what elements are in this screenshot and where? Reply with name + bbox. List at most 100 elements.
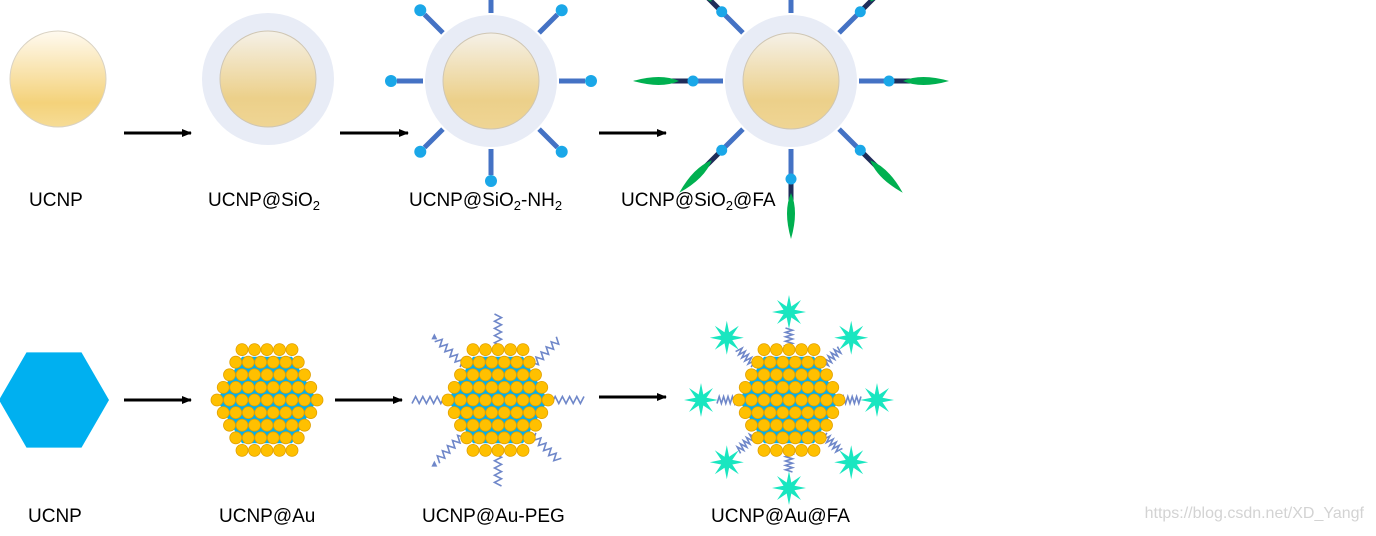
gold-nanoparticle <box>273 443 286 457</box>
gold-nanoparticle <box>795 393 808 407</box>
gold-nanoparticle <box>248 393 261 407</box>
ucnp-core <box>219 30 317 128</box>
gold-nanoparticle <box>210 393 224 407</box>
fa-leaf <box>633 77 679 85</box>
gold-nanoparticle <box>310 393 324 407</box>
gold-nanoparticle <box>757 443 771 457</box>
peg-chain <box>434 338 464 368</box>
amine-linker <box>722 127 745 150</box>
gold-nanoparticle <box>782 343 796 357</box>
gold-nanoparticle <box>248 368 261 382</box>
gold-nanoparticle <box>535 380 549 394</box>
gold-nanoparticle <box>782 368 796 382</box>
gold-nanoparticle <box>235 443 249 457</box>
amine-group <box>716 6 728 18</box>
gold-nanoparticle <box>235 393 249 407</box>
gold-nanoparticle <box>241 406 255 420</box>
gold-nanoparticle <box>285 343 299 357</box>
gold-nanoparticle <box>510 355 524 369</box>
gold-nanoparticle <box>757 368 771 382</box>
fa-star <box>834 445 869 480</box>
gold-nanoparticle <box>479 368 492 382</box>
gold-nanoparticle <box>479 443 492 457</box>
gold-nanoparticle <box>285 418 299 432</box>
gold-nanoparticle <box>447 380 461 394</box>
gold-nanoparticle <box>832 393 846 407</box>
gold-nanoparticle <box>770 418 783 432</box>
fa-star <box>860 383 894 417</box>
gold-nanoparticle <box>266 431 280 445</box>
gold-nanoparticle <box>516 418 530 432</box>
gold-nanoparticle <box>248 418 261 432</box>
amine-group <box>555 4 568 17</box>
fa-leaf <box>903 77 949 85</box>
gold-nanoparticle <box>241 380 255 394</box>
gold-nanoparticle <box>285 443 299 457</box>
gold-nanoparticle <box>751 431 765 445</box>
ucnp-core <box>442 32 540 130</box>
gold-nanoparticle <box>529 393 542 407</box>
amine-group <box>854 144 866 156</box>
gold-nanoparticle <box>466 368 480 382</box>
gold-nanoparticle <box>472 406 486 420</box>
amine-linker <box>537 12 560 35</box>
peg-chain <box>532 432 562 462</box>
gold-nanoparticle <box>298 418 311 432</box>
gold-nanoparticle <box>745 368 758 382</box>
gold-nanoparticle <box>279 355 293 369</box>
gold-nanoparticle <box>529 368 542 382</box>
gold-nanoparticle <box>826 380 840 394</box>
gold-nanoparticle <box>229 380 243 394</box>
gold-nanoparticle <box>751 355 765 369</box>
gold-nanoparticle <box>460 406 474 420</box>
gold-nanoparticle <box>504 418 517 432</box>
amine-group <box>687 75 699 87</box>
gold-nanoparticle <box>795 368 808 382</box>
gold-nanoparticle <box>485 431 499 445</box>
gold-nanoparticle <box>291 380 305 394</box>
gold-nanoparticle <box>260 443 274 457</box>
gold-nanoparticle <box>291 355 305 369</box>
gold-nanoparticle <box>795 418 808 432</box>
gold-nanoparticle <box>491 393 505 407</box>
gold-nanoparticle <box>516 443 530 457</box>
gold-nanoparticle <box>229 355 243 369</box>
fa-leaf <box>787 193 795 239</box>
amine-group <box>555 145 568 158</box>
gold-nanoparticle <box>807 393 821 407</box>
gold-nanoparticle <box>223 393 236 407</box>
gold-nanoparticle <box>745 418 758 432</box>
gold-nanoparticle <box>454 393 467 407</box>
amine-group <box>716 144 728 156</box>
gold-nanoparticle <box>466 343 480 357</box>
ucnp-core <box>742 32 840 130</box>
gold-nanoparticle <box>491 368 505 382</box>
gold-nanoparticle <box>479 343 492 357</box>
gold-nanoparticle <box>273 418 286 432</box>
gold-nanoparticle <box>763 380 777 394</box>
gold-nanoparticle <box>254 431 268 445</box>
gold-nanoparticle <box>751 380 765 394</box>
gold-nanoparticle <box>216 380 230 394</box>
gold-nanoparticle <box>441 393 455 407</box>
gold-nanoparticle <box>738 406 752 420</box>
label-ucnp-au-fa: UCNP@Au@FA <box>711 506 850 527</box>
gold-nanoparticle <box>472 355 486 369</box>
gold-nanoparticle <box>479 418 492 432</box>
gold-nanoparticle <box>491 343 505 357</box>
fa-leaf <box>870 0 875 2</box>
fa-leaf <box>707 0 712 2</box>
label-ucnp-bottom: UCNP <box>28 506 82 527</box>
amine-linker <box>537 127 560 150</box>
gold-nanoparticle <box>497 431 511 445</box>
label-ucnp-sio2: UCNP@SiO2 <box>208 190 321 213</box>
gold-nanoparticle <box>529 418 542 432</box>
gold-nanoparticle <box>782 393 796 407</box>
gold-nanoparticle <box>516 368 530 382</box>
gold-nanoparticle <box>807 368 821 382</box>
gold-nanoparticle <box>522 406 536 420</box>
gold-nanoparticle <box>235 343 249 357</box>
amine-group <box>414 145 427 158</box>
gold-nanoparticle <box>260 343 274 357</box>
gold-nanoparticle <box>291 406 305 420</box>
